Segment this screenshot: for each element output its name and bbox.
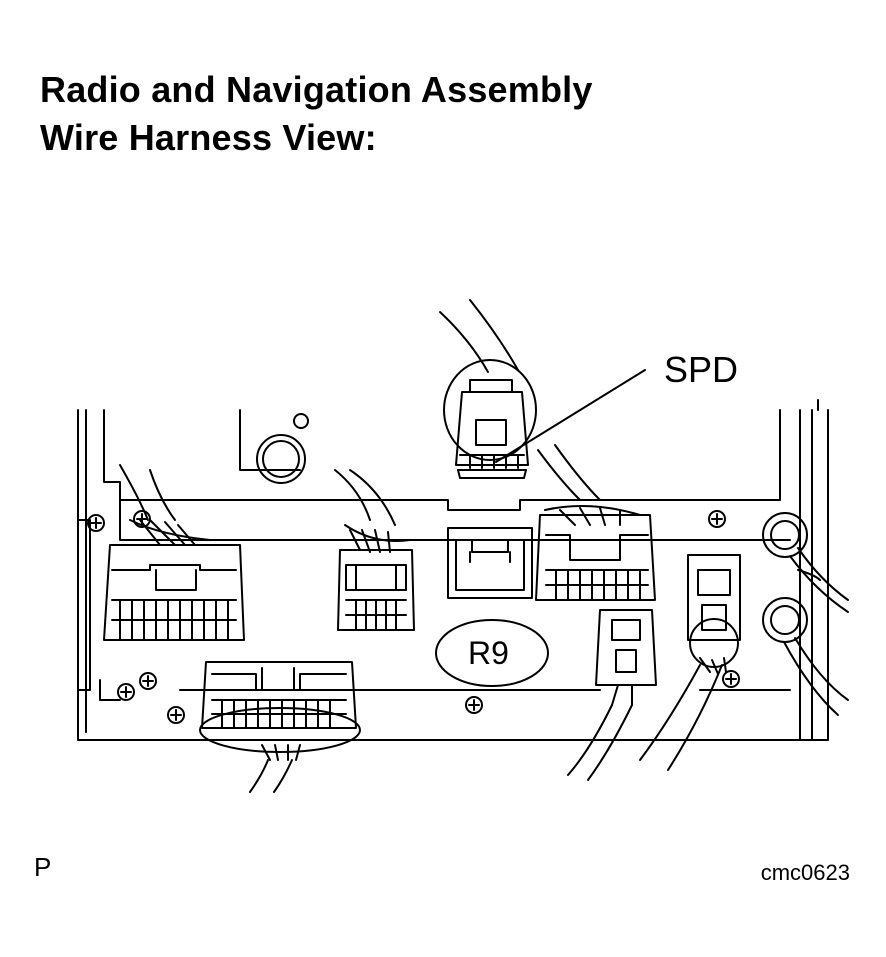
title-line-1: Radio and Navigation Assembly: [40, 69, 593, 110]
figure-code: cmc0623: [760, 860, 850, 885]
bottom-connector: [199, 661, 361, 793]
right-center-connector: [535, 444, 656, 601]
spd-connector: [439, 299, 537, 479]
title-line-2: Wire Harness View:: [40, 117, 377, 158]
r9-label: R9: [468, 635, 509, 671]
r9-label-oval: [435, 619, 549, 687]
spd-label: SPD: [664, 349, 738, 390]
antenna-jacks: [762, 512, 849, 716]
radio-chassis: [77, 399, 829, 741]
left-connector: [103, 464, 245, 641]
mounting-hole: [256, 434, 306, 484]
screws: [87, 413, 740, 724]
center-left-connector: [334, 469, 415, 631]
lower-right-connector: [567, 609, 657, 781]
page-mark: P: [34, 852, 52, 882]
center-socket: [447, 527, 533, 599]
diagram-title: Radio and Navigation Assembly Wire Harne…: [40, 66, 593, 162]
spd-leader-line: [495, 369, 646, 463]
right-small-connector: [639, 554, 741, 771]
